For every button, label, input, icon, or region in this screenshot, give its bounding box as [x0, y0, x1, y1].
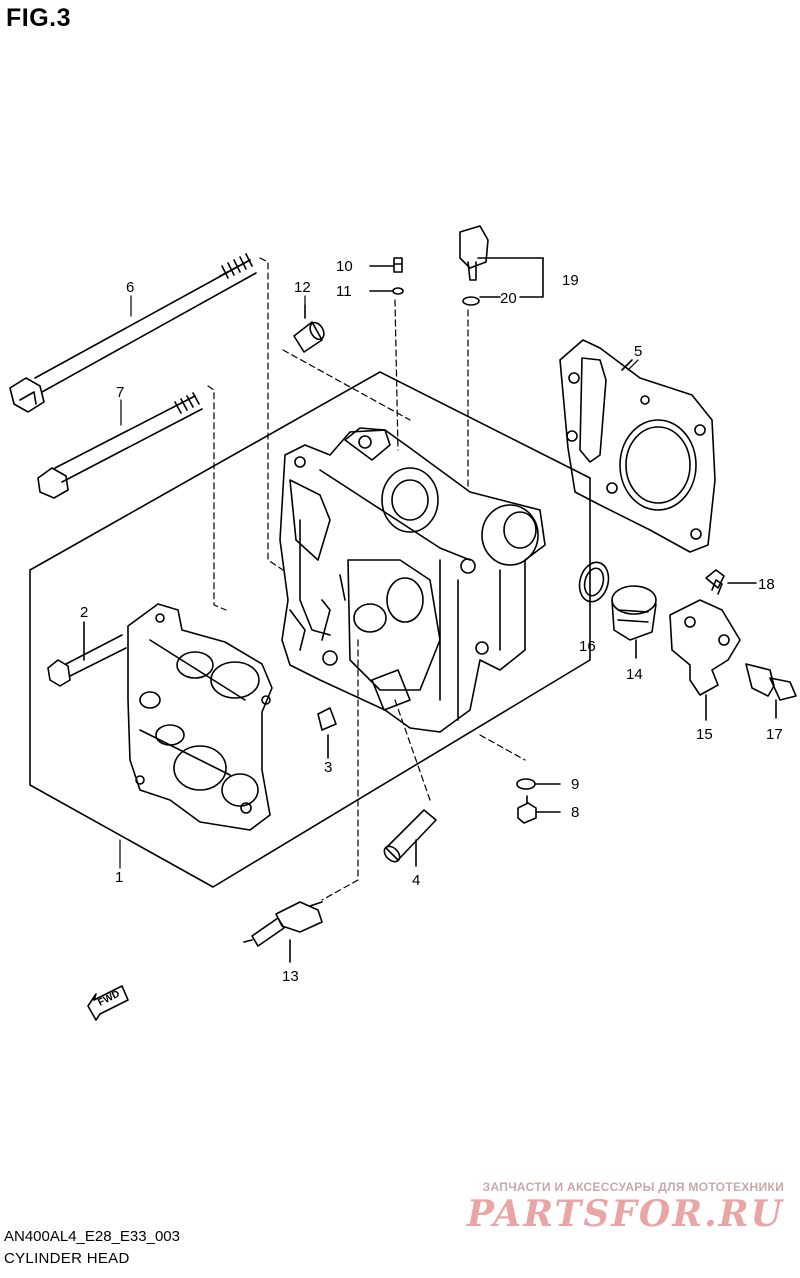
o-ring-16 [578, 561, 610, 603]
callout-15: 15 [696, 726, 713, 743]
diagram-name: CYLINDER HEAD [4, 1250, 130, 1267]
watermark-tagline: ЗАПЧАСТИ И АКСЕССУАРЫ ДЛЯ МОТОТЕХНИКИ [482, 1180, 784, 1194]
bolt-2 [47, 621, 127, 687]
bolt-10 [369, 257, 403, 273]
bleeder-17 [745, 663, 797, 719]
leader-lines [119, 295, 639, 869]
temp-sensor-19 [459, 225, 544, 298]
callout-16: 16 [579, 638, 596, 655]
callout-numbers: 1 2 3 4 5 6 7 8 9 10 11 12 13 14 15 16 1… [80, 258, 783, 985]
callout-9: 9 [571, 776, 579, 793]
long-bolt-6 [9, 253, 257, 413]
cam-housing [127, 603, 273, 831]
callout-10: 10 [336, 258, 353, 275]
callout-12: 12 [294, 279, 311, 296]
figure-title: FIG.3 [6, 4, 72, 32]
callout-14: 14 [626, 666, 643, 683]
watermark: ЗАПЧАСТИ И АКСЕССУАРЫ ДЛЯ МОТОТЕХНИКИ PA… [467, 1180, 784, 1234]
callout-5: 5 [634, 343, 642, 360]
dowel-12 [293, 304, 325, 353]
bolt-18 [705, 569, 757, 589]
dowel-3 [317, 707, 337, 759]
callout-13: 13 [282, 968, 299, 985]
watermark-brand: PARTSFOR.RU [466, 1193, 784, 1235]
diagram-code: AN400AL4_E28_E33_003 [4, 1228, 180, 1245]
callout-7: 7 [116, 384, 124, 401]
assembly-outline [29, 371, 591, 888]
alignment-lines [207, 257, 526, 901]
callout-1: 1 [115, 869, 123, 886]
callout-18: 18 [758, 576, 775, 593]
callout-11: 11 [336, 283, 352, 300]
callout-20: 20 [500, 290, 517, 307]
callout-4: 4 [412, 872, 420, 889]
guide-4 [383, 809, 437, 867]
head-gasket-5 [559, 339, 716, 553]
washer-11 [369, 287, 404, 295]
callout-6: 6 [126, 279, 134, 296]
forward-arrow-icon: FWD [87, 985, 129, 1021]
o-ring-20 [462, 296, 501, 306]
callout-19: 19 [562, 272, 579, 289]
washer-9 [516, 778, 561, 790]
callout-8: 8 [571, 804, 579, 821]
thermostat-cover-15 [669, 579, 741, 721]
long-bolt-7 [37, 392, 203, 499]
thermostat-14 [611, 585, 657, 659]
cylinder-head [279, 427, 546, 733]
bolt-8 [517, 795, 561, 824]
callout-3: 3 [324, 759, 332, 776]
spark-plug-13 [243, 901, 323, 963]
callout-2: 2 [80, 604, 88, 621]
callout-17: 17 [766, 726, 783, 743]
